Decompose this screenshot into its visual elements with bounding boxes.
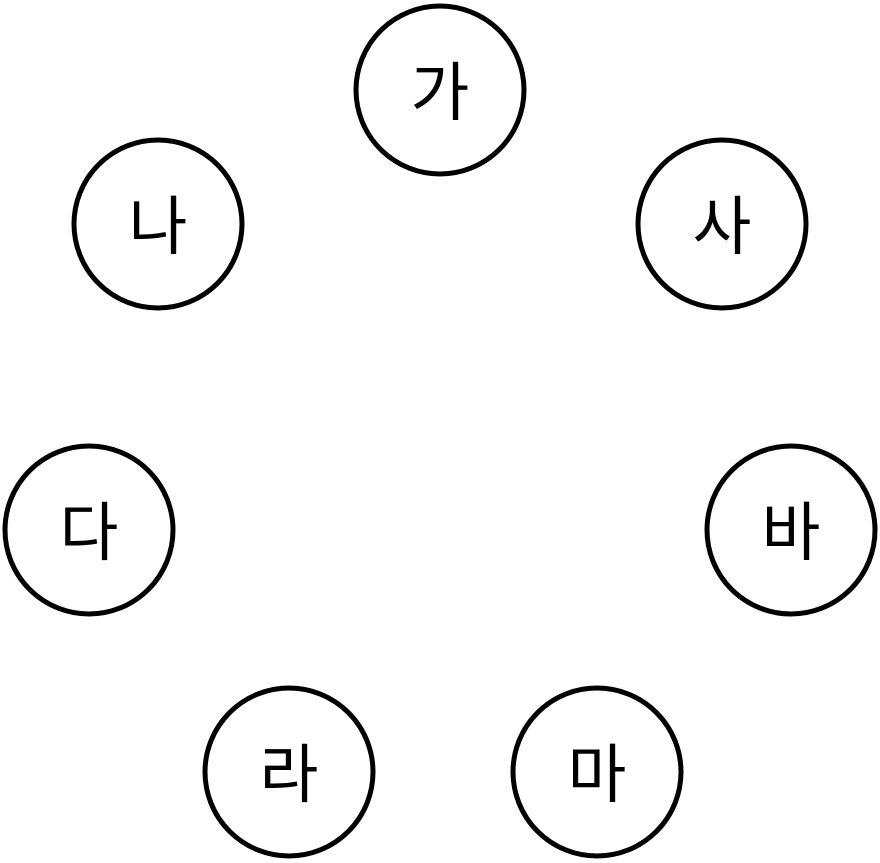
node-sa: 사: [635, 137, 809, 311]
node-ba-circle: [704, 443, 878, 617]
node-ba-label: 바: [762, 497, 821, 571]
node-na-label: 나: [129, 191, 188, 265]
node-ma-circle: [510, 685, 684, 859]
node-da: 다: [2, 443, 176, 617]
node-da-label: 다: [60, 497, 119, 571]
node-sa-label: 사: [693, 191, 752, 265]
node-da-circle: [2, 443, 176, 617]
node-ma-label: 마: [568, 739, 627, 813]
node-sa-circle: [635, 137, 809, 311]
node-ra: 라: [202, 685, 376, 859]
node-ga-circle: [353, 3, 527, 177]
node-ra-label: 라: [260, 739, 319, 813]
node-ga: 가: [353, 3, 527, 177]
node-ra-circle: [202, 685, 376, 859]
node-ma: 마: [510, 685, 684, 859]
node-na: 나: [71, 137, 245, 311]
node-ba: 바: [704, 443, 878, 617]
node-na-circle: [71, 137, 245, 311]
node-ga-label: 가: [411, 57, 470, 131]
